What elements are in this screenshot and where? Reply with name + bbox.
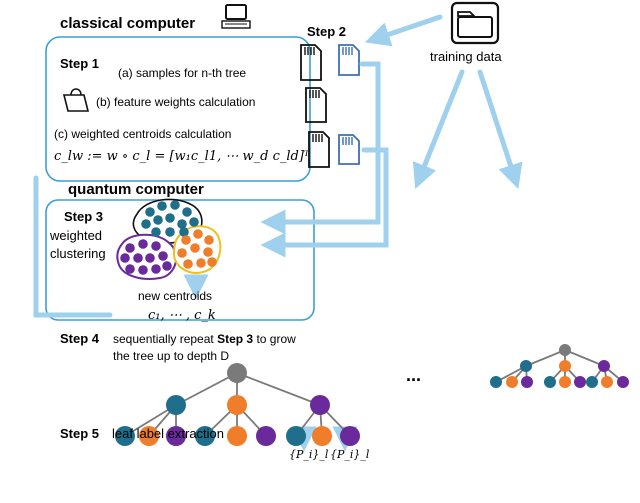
cluster-point	[165, 227, 175, 237]
cluster-point	[151, 241, 161, 251]
tree-leaf-node	[490, 376, 502, 388]
cluster-point	[138, 239, 148, 249]
cluster-point	[177, 248, 187, 258]
step3-label: Step 3	[64, 209, 103, 224]
cluster-point	[170, 200, 180, 210]
tree-node	[310, 395, 330, 415]
decision-tree	[115, 363, 360, 446]
tree-leaf-node	[601, 376, 613, 388]
tree-leaf-node	[544, 376, 556, 388]
cluster-point	[153, 215, 163, 225]
step2-label: Step 2	[307, 24, 346, 39]
tree-leaf-node	[286, 426, 306, 446]
cluster-point	[145, 207, 155, 217]
cluster-point	[204, 235, 214, 245]
tree-leaf-node	[139, 426, 159, 446]
cluster-point	[189, 217, 199, 227]
tree-leaf-node	[312, 426, 332, 446]
leaf-set-1: {P_i}_l	[289, 448, 329, 461]
tree-node	[559, 360, 571, 372]
cluster-point	[141, 219, 151, 229]
tree-leaf-node	[195, 426, 215, 446]
cluster-point	[151, 264, 161, 274]
classical-computer-label: classical computer	[60, 15, 195, 32]
sd-card-icon	[308, 131, 360, 168]
cluster-point	[190, 243, 200, 253]
tree-node	[227, 395, 247, 415]
small-tree	[490, 344, 629, 388]
weighted-clustering-label-2: clustering	[50, 246, 106, 261]
cluster-point	[162, 261, 172, 271]
step4-text-1: sequentially repeat Step 3 to grow	[113, 332, 296, 346]
tree-leaf-node	[617, 376, 629, 388]
training-data-label: training data	[430, 49, 502, 64]
computer-icon	[221, 4, 251, 29]
step4-text-2: the tree up to depth D	[113, 349, 229, 363]
samples-label: (a) samples for n-th tree	[118, 66, 246, 80]
sd-card-icon	[300, 44, 360, 81]
formula: c_lw := w ∘ c_l = [w₁c_l1, ⋯ w_d c_ld]ᵀ	[54, 149, 310, 164]
step5-label: Step 5	[60, 426, 99, 441]
classical-computer-box	[45, 36, 311, 182]
tree-leaf-node	[574, 376, 586, 388]
tree-leaf-node	[521, 376, 533, 388]
sd-card-icon	[305, 87, 327, 123]
cluster-point	[181, 235, 191, 245]
tree-edge	[236, 372, 321, 406]
tree-leaf-node	[586, 376, 598, 388]
cluster-point	[183, 259, 193, 269]
weight-icon	[62, 88, 90, 112]
tree-edge	[175, 372, 238, 406]
cluster-point	[125, 264, 135, 274]
cluster-point	[165, 213, 175, 223]
tree-node	[520, 360, 532, 372]
new-centroids-label: new centroids	[138, 289, 212, 303]
tree-node	[598, 360, 610, 372]
cluster-point	[177, 219, 187, 229]
tree-leaf-node	[166, 426, 186, 446]
folder-icon	[450, 1, 500, 45]
cluster-point	[157, 201, 167, 211]
tree-edge	[525, 349, 566, 367]
tree-leaf-node	[256, 426, 276, 446]
tree-leaf-node	[559, 376, 571, 388]
cluster-point	[179, 227, 189, 237]
leaf-set-2: {P_i}_l	[330, 448, 370, 461]
cluster-point	[138, 265, 148, 275]
cluster-point	[203, 247, 213, 257]
cluster-point	[158, 251, 168, 261]
weighted-clustering-label: weighted	[49, 228, 102, 243]
cluster-point	[182, 207, 192, 217]
tree-node	[166, 395, 186, 415]
feature-weights-label: (b) feature weights calculation	[96, 95, 255, 109]
tree-leaf-node	[115, 426, 135, 446]
step4-label: Step 4	[60, 331, 100, 346]
tree-root-node	[227, 363, 247, 383]
cluster-point	[207, 257, 217, 267]
cluster-point	[196, 258, 206, 268]
tree-root-node	[559, 344, 571, 356]
tree-leaf-node	[227, 426, 247, 446]
step1-label: Step 1	[60, 56, 99, 71]
cluster-point	[151, 227, 161, 237]
arrows	[33, 14, 523, 452]
leaf-label-extraction: leaf label extraction	[112, 426, 224, 441]
cluster-point	[120, 253, 130, 263]
centroids-list: c₁, ⋯ , c_k	[148, 308, 216, 323]
quantum-computer-label: quantum computer	[68, 181, 204, 198]
cluster-point	[125, 243, 135, 253]
cluster-point	[193, 229, 203, 239]
cluster-point	[145, 253, 155, 263]
weighted-centroids-label: (c) weighted centroids calculation	[54, 127, 231, 141]
tree-edge	[564, 349, 605, 367]
tree-leaf-node	[340, 426, 360, 446]
ellipsis: ...	[406, 365, 421, 385]
tree-leaf-node	[506, 376, 518, 388]
cluster-point	[133, 253, 143, 263]
